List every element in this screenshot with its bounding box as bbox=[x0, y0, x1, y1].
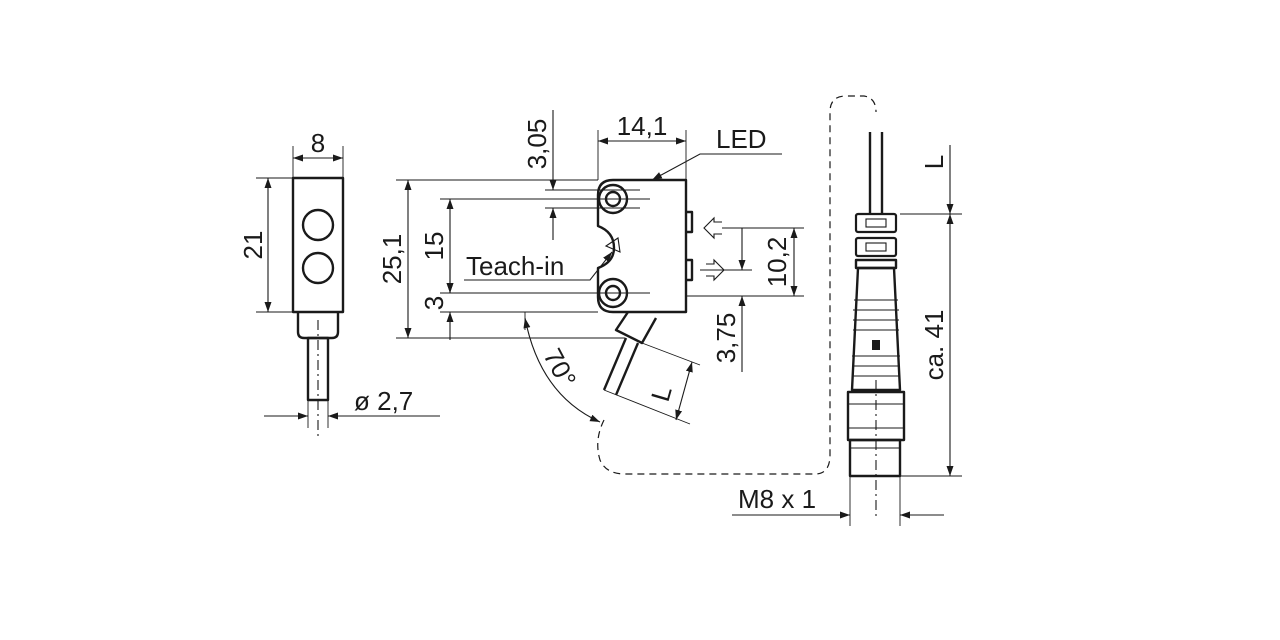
dim-height-25-1: 25,1 bbox=[377, 234, 407, 285]
dim-3: 3 bbox=[419, 296, 449, 310]
led-leader bbox=[651, 153, 782, 181]
side-emitter-top bbox=[686, 210, 694, 234]
connector-grip bbox=[850, 266, 902, 392]
side-cable-gland bbox=[614, 311, 658, 345]
side-housing bbox=[596, 178, 688, 314]
teach-in-label: Teach-in bbox=[466, 251, 564, 281]
receiver-arrow-icon bbox=[703, 216, 722, 240]
dim-ca-41: ca. 41 bbox=[919, 310, 949, 381]
teach-in-leader bbox=[464, 251, 613, 281]
dim-height-21: 21 bbox=[238, 231, 268, 260]
dim-10-2: 10,2 bbox=[762, 237, 792, 288]
dim-3-75: 3,75 bbox=[711, 313, 741, 364]
dim-cable-length-L-side: L bbox=[645, 382, 678, 404]
side-cable-1 bbox=[602, 337, 628, 391]
led-label: LED bbox=[716, 124, 767, 154]
front-housing bbox=[291, 176, 345, 314]
dim-cable-length-L-top: L bbox=[919, 155, 949, 169]
front-view: 8 21 ø 2,7 bbox=[238, 128, 440, 436]
variant-phantom-outline bbox=[597, 95, 877, 475]
dim-angle-70: 70° bbox=[537, 343, 582, 392]
front-lens-bottom bbox=[301, 251, 335, 285]
dim-width-8: 8 bbox=[311, 128, 325, 158]
teach-in-button-icon bbox=[604, 237, 621, 253]
connector-thread bbox=[848, 438, 902, 478]
coupling-nut bbox=[846, 390, 906, 442]
dim-hole-spacing-15: 15 bbox=[419, 232, 449, 261]
dim-diameter-2-7: ø 2,7 bbox=[354, 386, 413, 416]
side-view: 25,1 15 3 3,05 14,1 LED Teach-in 10,2 bbox=[377, 95, 877, 475]
dim-3-05: 3,05 bbox=[522, 119, 552, 170]
coding-mark-icon bbox=[872, 340, 880, 350]
side-emitter-bottom bbox=[686, 258, 694, 282]
strain-relief-mid bbox=[854, 236, 898, 258]
front-lens-top bbox=[301, 208, 335, 242]
strain-relief-top bbox=[854, 212, 898, 234]
side-cable-2 bbox=[614, 342, 640, 396]
dim-line-cable-length bbox=[675, 361, 693, 421]
angle-arc-70 bbox=[523, 317, 601, 423]
dim-thread-m8x1: M8 x 1 bbox=[738, 484, 816, 514]
connector-view: L ca. 41 M8 x 1 bbox=[732, 132, 962, 526]
dim-width-14-1: 14,1 bbox=[617, 111, 668, 141]
